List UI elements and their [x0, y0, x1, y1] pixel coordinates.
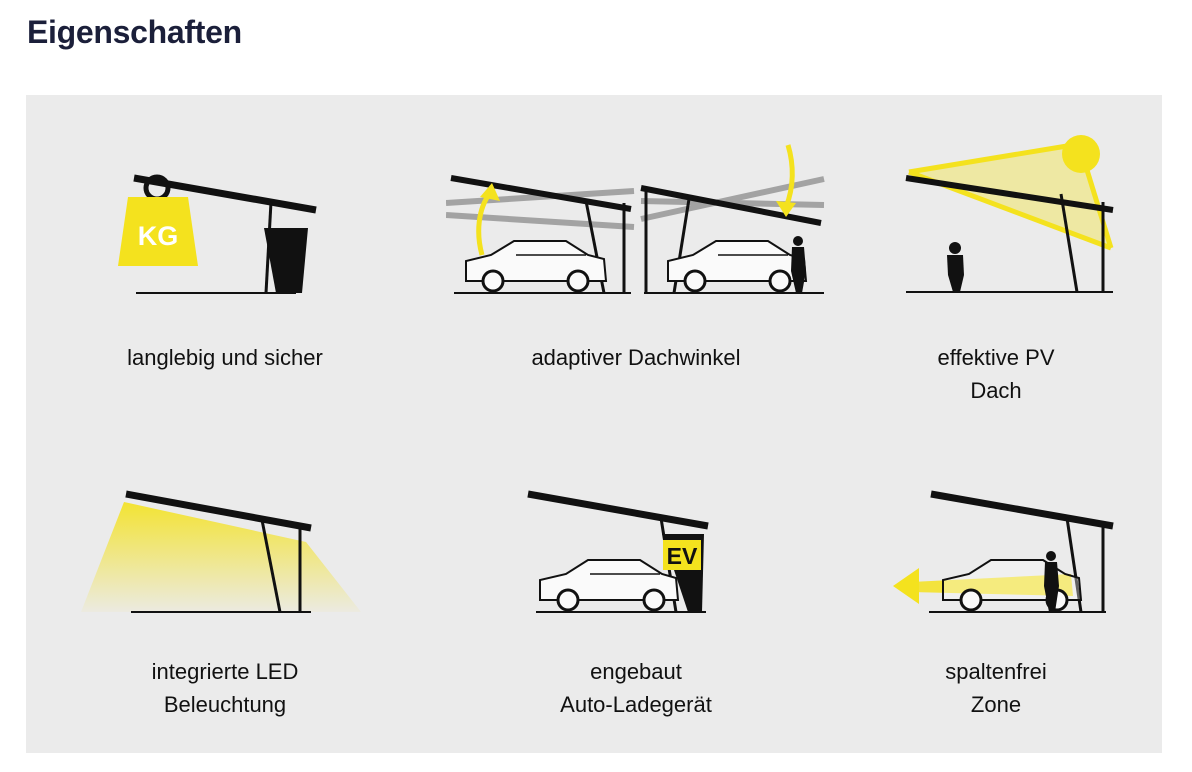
feature-label: effektive PV Dach — [937, 345, 1055, 403]
feature-adaptive-angle: adaptiver Dachwinkel — [426, 95, 846, 415]
feature-label: langlebig und sicher — [127, 345, 323, 370]
weight-kg-icon: KG — [118, 174, 317, 294]
feature-solar-pv: effektive PV Dach — [846, 95, 1162, 415]
feature-label: spaltenfrei Zone — [945, 659, 1047, 717]
led-light-icon — [81, 490, 361, 613]
feature-label: adaptiver Dachwinkel — [531, 345, 741, 370]
feature-ev-charger: EV engebaut Auto-Ladegerät — [426, 415, 846, 753]
ev-charger-icon: EV — [527, 490, 709, 613]
ev-badge: EV — [667, 543, 698, 569]
adaptive-angle-icon — [446, 144, 825, 294]
feature-led-lighting: integrierte LED Beleuchtung — [26, 415, 426, 753]
feature-column-free: spaltenfrei Zone — [846, 415, 1162, 753]
weight-badge: KG — [138, 221, 179, 251]
solar-pv-icon — [905, 135, 1114, 293]
features-panel: KG langlebig und sicher — [26, 95, 1162, 753]
feature-label: engebaut Auto-Ladegerät — [560, 659, 712, 717]
feature-durable: KG langlebig und sicher — [26, 95, 416, 415]
column-free-zone-icon — [893, 490, 1114, 613]
feature-label: integrierte LED Beleuchtung — [151, 659, 299, 717]
section-title: Eigenschaften — [27, 14, 242, 50]
